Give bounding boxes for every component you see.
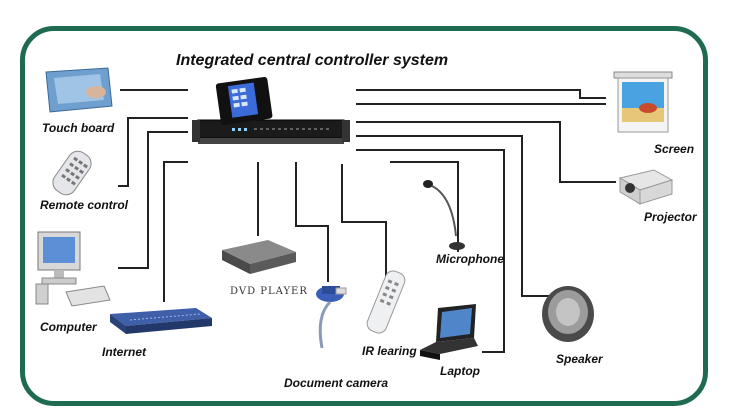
- controller-unit: [192, 76, 350, 144]
- label-microphone: Microphone: [436, 252, 504, 266]
- label-document-camera: Document camera: [284, 376, 389, 390]
- label-ir-learning: IR learing: [362, 344, 417, 358]
- link-computer: [118, 131, 188, 269]
- label-speaker: Speaker: [556, 352, 603, 366]
- link-internet: [163, 161, 188, 302]
- dvd-player-image: [222, 240, 296, 274]
- projector-image: [618, 169, 674, 205]
- projection-screen-image: [613, 71, 673, 133]
- speaker-image: [542, 286, 594, 342]
- link-screen-2: [356, 89, 606, 99]
- link-microphone: [390, 161, 459, 252]
- label-remote-control: Remote control: [40, 198, 129, 212]
- link-laptop: [356, 149, 505, 353]
- diagram-title: Integrated central controller system: [176, 52, 449, 69]
- label-computer: Computer: [40, 320, 97, 334]
- link-speaker: [356, 135, 552, 297]
- label-screen: Screen: [654, 142, 695, 156]
- ir-learning-image: [366, 270, 406, 334]
- label-dvd-player: DVD PLAYER: [230, 286, 308, 297]
- link-document-camera: [295, 162, 329, 282]
- label-touch-board: Touch board: [42, 121, 115, 135]
- laptop-image: [420, 304, 478, 360]
- touch-board-image: [45, 67, 113, 113]
- remote-control-image: [52, 150, 92, 196]
- microphone-image: [423, 180, 465, 250]
- document-camera-image: [316, 286, 347, 349]
- link-remote-control: [118, 117, 188, 187]
- link-ir-learning: [341, 164, 387, 282]
- label-internet: Internet: [102, 345, 147, 359]
- link-projector: [356, 121, 616, 183]
- internet-switch-image: [110, 308, 212, 334]
- label-projector: Projector: [644, 210, 697, 224]
- diagram-frame: [20, 26, 708, 406]
- connection-lines: [118, 89, 616, 353]
- label-laptop: Laptop: [440, 364, 480, 378]
- computer-image: [35, 231, 111, 307]
